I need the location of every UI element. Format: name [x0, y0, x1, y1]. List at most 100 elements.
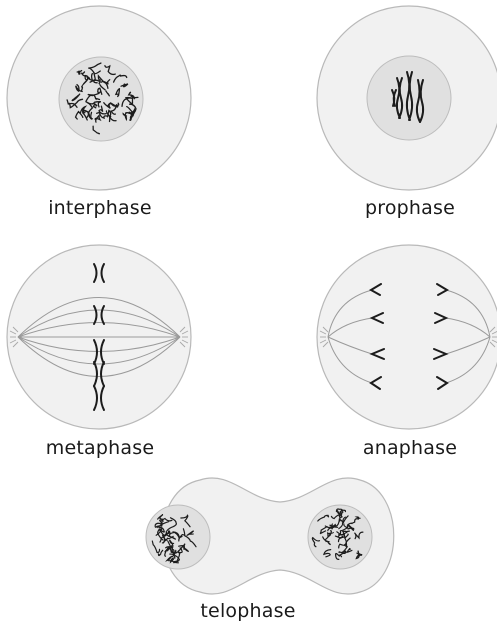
- chromatin-strand: [354, 516, 361, 523]
- chromatin-strand: [130, 110, 136, 121]
- chromatin-strand: [168, 555, 181, 564]
- chromatin-strand: [155, 528, 164, 541]
- chromatin-strand: [322, 536, 331, 546]
- chromatin-strand: [336, 508, 343, 516]
- prophase-label: prophase: [364, 197, 455, 219]
- chromatin-strand: [84, 110, 94, 120]
- chromatin-strand: [75, 83, 83, 93]
- chromatin-strand: [338, 537, 351, 549]
- chromatin-strand: [79, 105, 88, 121]
- chromatin-strand: [327, 524, 337, 532]
- anaphase-right-centrosome: [489, 326, 497, 348]
- chromatin-strand: [110, 102, 120, 115]
- chromatin-strand: [334, 535, 344, 543]
- chromatin-strand: [80, 71, 91, 80]
- prophase-chromosome: [415, 79, 421, 123]
- chromatin-strand: [82, 109, 90, 119]
- chromatin-strand: [341, 530, 349, 540]
- telophase-left-chromatin: [151, 514, 197, 564]
- interphase-nucleus: [58, 56, 144, 142]
- chromatin-strand: [166, 540, 173, 552]
- chromatin-strand: [338, 516, 346, 530]
- chromatin-strand: [337, 523, 349, 537]
- chromatin-strand: [97, 87, 103, 95]
- metaphase-cell: [6, 244, 192, 430]
- chromatin-strand: [317, 514, 330, 522]
- chromatin-strand: [120, 83, 129, 88]
- chromatin-strand: [76, 69, 83, 75]
- anaphase-spindle: [327, 289, 491, 384]
- chromatin-strand: [325, 532, 334, 540]
- chromatin-strand: [122, 112, 128, 122]
- prophase-nucleus: [366, 55, 452, 141]
- chromatin-strand: [107, 102, 119, 108]
- prophase-chromosome: [408, 71, 414, 121]
- prophase-chromosome: [419, 79, 425, 123]
- chromatin-strand: [92, 125, 101, 135]
- chromatin-strand: [154, 521, 170, 528]
- prophase-chromosome: [398, 77, 404, 119]
- prophase-chromosome: [405, 71, 411, 121]
- chromatin-strand: [172, 553, 181, 564]
- chromatin-strand: [186, 530, 195, 536]
- telophase-right-chromatin: [311, 508, 364, 560]
- chromatin-strand: [157, 549, 164, 557]
- chromatin-strand: [158, 526, 165, 536]
- metaphase-label: metaphase: [45, 437, 155, 459]
- chromatin-strand: [68, 98, 84, 109]
- chromatin-strand: [93, 79, 101, 85]
- chromatin-strand: [182, 528, 197, 548]
- chromatin-strand: [85, 94, 101, 103]
- chromatin-strand: [89, 70, 101, 83]
- prophase-chromosome: [395, 77, 401, 119]
- chromatin-strand: [106, 109, 112, 123]
- interphase-chromatin: [66, 62, 139, 135]
- chromatin-strand: [338, 550, 347, 556]
- chromatin-strand: [319, 526, 328, 535]
- chromatin-strand: [354, 531, 364, 540]
- chromatin-strand: [87, 101, 101, 108]
- anaphase-label: anaphase: [362, 437, 458, 459]
- chromatin-strand: [157, 517, 173, 529]
- chromatin-strand: [94, 113, 102, 123]
- chromatin-strand: [180, 514, 191, 528]
- anaphase-cell-membrane: [316, 244, 497, 430]
- chromatin-strand: [178, 534, 185, 542]
- chromatin-strand: [127, 91, 136, 100]
- metaphase-left-centrosome: [9, 326, 19, 348]
- chromatin-strand: [71, 93, 81, 102]
- chromatin-strand: [99, 84, 110, 97]
- chromatin-strand: [165, 530, 177, 540]
- chromatin-strand: [159, 535, 166, 544]
- chromatin-strand: [311, 536, 321, 548]
- chromatin-strand: [112, 74, 128, 83]
- chromatin-strand: [323, 549, 332, 558]
- metaphase-spindle: [17, 297, 181, 377]
- chromatin-strand: [168, 539, 175, 551]
- chromatin-strand: [105, 110, 117, 122]
- chromatin-strand: [167, 530, 174, 538]
- chromatin-strand: [80, 74, 89, 92]
- chromatin-strand: [165, 549, 177, 562]
- chromatin-strand: [178, 544, 190, 553]
- chromatin-strand: [103, 102, 119, 109]
- chromatin-strand: [92, 102, 98, 109]
- chromatin-strand: [166, 517, 177, 532]
- chromatin-strand: [346, 547, 353, 554]
- metaphase-right-centrosome: [179, 326, 189, 348]
- chromatin-strand: [346, 524, 355, 531]
- chromatin-strand: [330, 513, 341, 522]
- chromatin-strand: [104, 64, 116, 76]
- interphase-label: interphase: [48, 197, 152, 219]
- telophase-cell: [145, 477, 395, 595]
- chromatin-strand: [128, 107, 136, 117]
- chromatin-strand: [74, 110, 84, 120]
- chromatin-strand: [66, 99, 78, 108]
- chromatin-strand: [98, 105, 107, 115]
- prophase-cell: [316, 5, 497, 191]
- chromatin-strand: [97, 74, 109, 89]
- chromatin-strand: [96, 111, 109, 119]
- interphase-cell: [6, 5, 192, 191]
